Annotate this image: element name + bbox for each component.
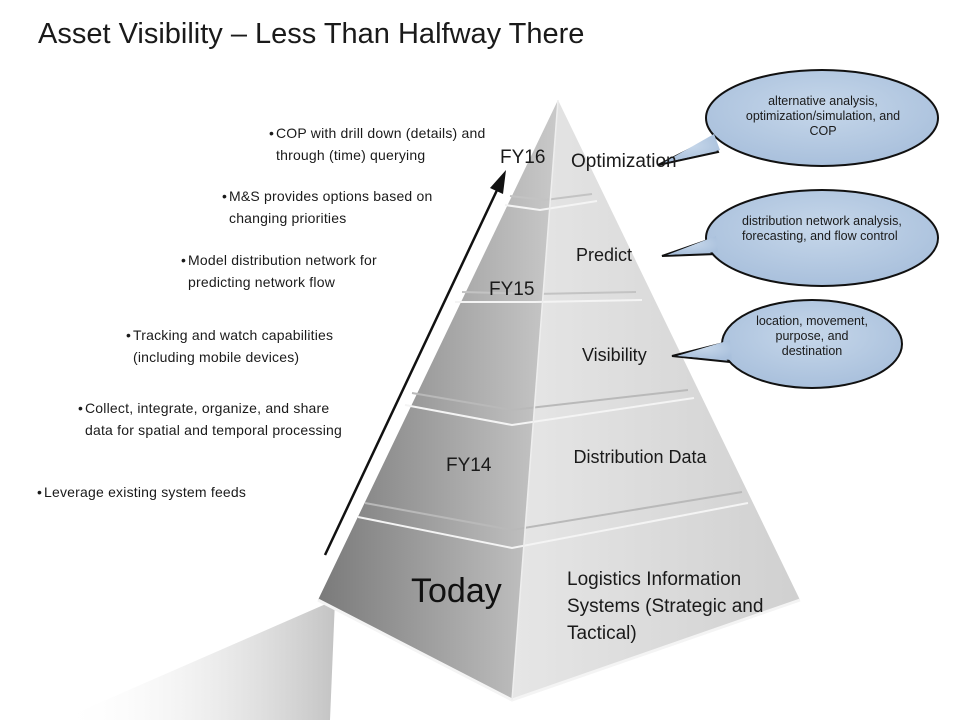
progress-arrow-head [490,170,506,194]
bullet-dot: • [269,125,275,141]
tier-seams [317,193,801,702]
progress-arrow-line [323,187,500,556]
bullet-ms-options: •M&S provides options based on changing … [222,185,479,229]
pyramid-right-face [512,100,800,700]
fy16-label: FY16 [500,147,546,168]
pyramid-left-face [318,100,558,700]
level-predict: Predict [576,245,633,265]
level-visibility: Visibility [582,345,647,365]
callout-visibility [671,299,903,389]
pyramid-shadow [60,600,335,720]
bullet-text: Collect, integrate, organize, and share … [85,400,343,438]
pyramid-ridge [511,99,559,701]
today-label: Today [411,572,502,610]
callout-optimization [657,69,939,167]
page-title: Asset Visibility – Less Than Halfway The… [38,18,585,50]
bullet-dot: • [126,327,132,343]
bullet-dot: • [222,188,228,204]
bullet-dot: • [37,484,43,500]
bullet-leverage-feeds: •Leverage existing system feeds [37,481,314,503]
level-logistics: Logistics Information Systems (Strategic… [567,569,764,644]
fy15-label: FY15 [489,279,535,300]
level-distribution-data: Distribution Data [573,447,707,467]
fy14-label: FY14 [446,455,492,476]
bullet-text: Leverage existing system feeds [44,484,247,500]
bullet-tracking: •Tracking and watch capabilities (includ… [126,324,373,368]
bullet-dot: • [181,252,187,268]
level-optimization: Optimization [571,151,677,172]
bullet-cop-drill-down: •COP with drill down (details) and throu… [269,122,506,166]
bullet-collect-data: •Collect, integrate, organize, and share… [78,397,360,441]
bullet-dot: • [78,400,84,416]
bullet-text: M&S provides options based on changing p… [229,188,433,226]
callout-visibility-text: location, movement, purpose, and destina… [756,314,868,358]
bullet-model-network: •Model distribution network for predicti… [181,249,423,293]
callout-optimization-text: alternative analysis, optimization/simul… [745,94,901,138]
bullet-text: Tracking and watch capabilities (includi… [133,327,334,365]
callout-predict-text: distribution network analysis, forecasti… [742,214,902,243]
callout-predict [661,189,939,287]
bullet-text: COP with drill down (details) and throug… [276,125,486,163]
bullet-text: Model distribution network for predictin… [188,252,377,290]
